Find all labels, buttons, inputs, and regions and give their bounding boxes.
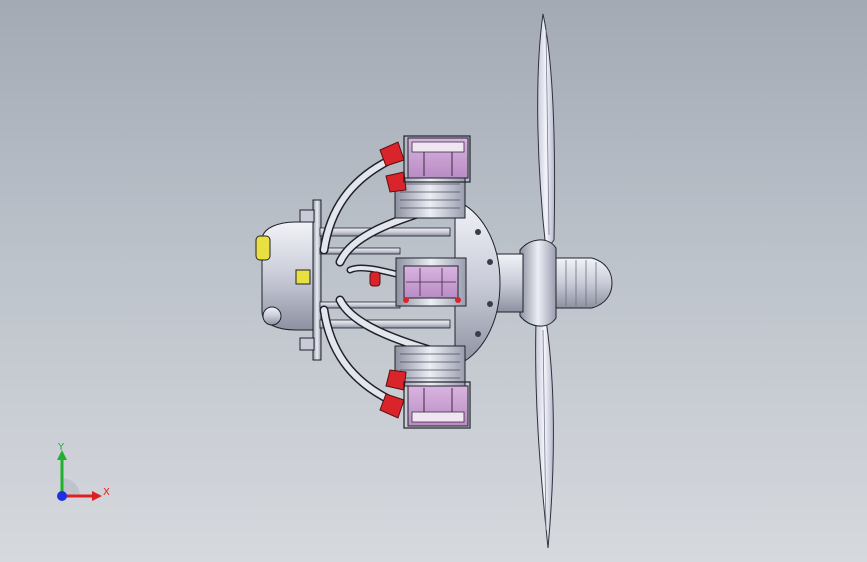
z-axis-dot	[57, 491, 67, 501]
rear-housing[interactable]	[255, 199, 322, 361]
cylinder-middle[interactable]	[395, 257, 467, 307]
crankcase[interactable]	[454, 199, 501, 367]
spark-plug-caps[interactable]	[369, 141, 407, 419]
propeller-hub[interactable]	[496, 239, 613, 327]
coordinate-triad	[40, 438, 120, 518]
propeller[interactable]	[535, 13, 556, 549]
rocker-frames	[403, 135, 471, 429]
y-axis-label: Y	[58, 442, 65, 453]
cylinder-bottom[interactable]	[394, 345, 469, 427]
cylinder-top[interactable]	[394, 137, 469, 219]
x-axis-label: X	[103, 487, 110, 498]
